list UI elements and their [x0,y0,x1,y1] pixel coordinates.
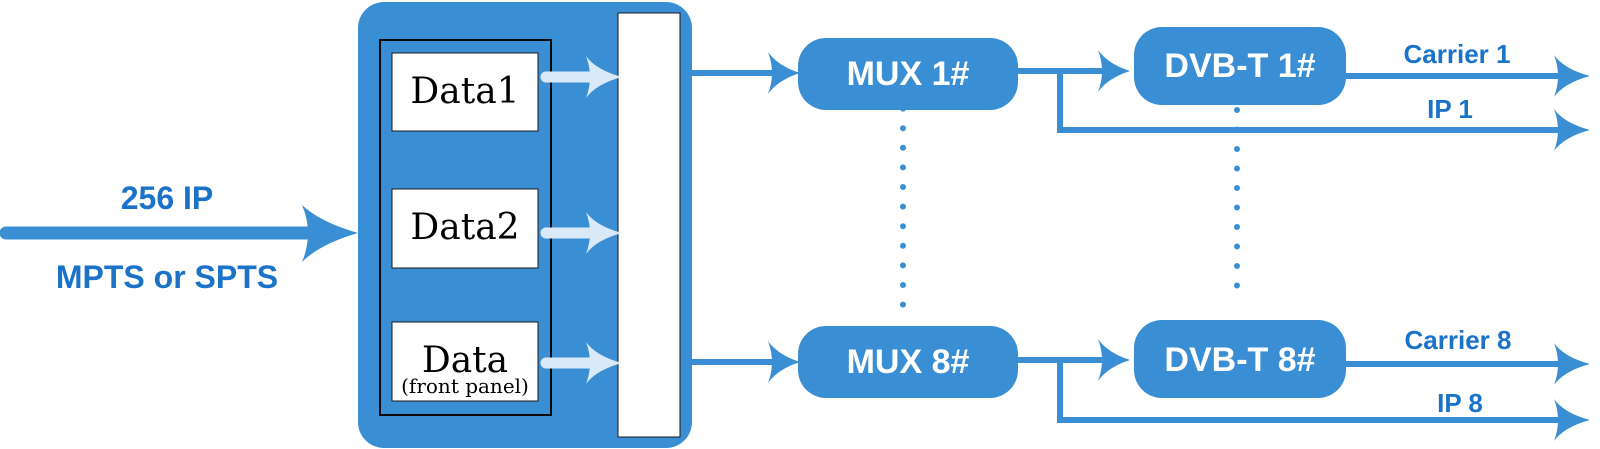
ip-8-branch [1057,360,1590,441]
arrow-to-mux-8 [690,341,800,383]
ip-1-label: IP 1 [1427,94,1473,124]
carrier-8-label: Carrier 8 [1405,325,1512,355]
data-arrow-1 [540,56,622,98]
mux-box-1: MUX 1# [798,38,1018,110]
data-box-1: Data1 [391,52,539,132]
carrier-1-arrow [1346,55,1590,97]
data-arrows [540,56,622,384]
data-arrow-2 [540,212,622,254]
arrow-to-dvbt-8 [1018,339,1130,381]
data-box-2: Data2 [391,188,539,269]
dvbt-box-8-label: DVB-T 8# [1164,341,1315,379]
mux-box-8-label: MUX 8# [847,343,970,381]
switch-panel [617,12,681,438]
carrier-8-arrow [1346,343,1590,385]
dvbt-box-8: DVB-T 8# [1134,320,1346,398]
input-arrow [0,205,358,262]
data-box-2-label: Data2 [410,207,519,248]
ip-8-label: IP 8 [1437,388,1483,418]
mux-input-arrows [690,52,800,383]
data-box-3-sublabel: (front panel) [401,374,529,398]
dvbt-box-1-label: DVB-T 1# [1164,47,1315,85]
carrier-1-label: Carrier 1 [1404,39,1511,69]
carrier-arrows [1346,55,1590,385]
data-arrow-3 [540,342,622,384]
mux-output-lines [1018,50,1590,441]
mux-box-8: MUX 8# [798,326,1018,398]
arrow-to-mux-1 [690,52,800,94]
input-label-bottom: MPTS or SPTS [56,259,278,295]
mux-box-1-label: MUX 1# [847,55,970,93]
data-box-3-label: Data [422,340,508,381]
data-box-1-label: Data1 [410,71,519,112]
dvbt-box-1: DVB-T 1# [1134,27,1346,105]
input-label-top: 256 IP [121,180,214,216]
arrow-to-dvbt-1 [1018,50,1130,92]
ip-1-branch [1057,71,1590,151]
data-box-3: Data (front panel) [391,321,539,402]
